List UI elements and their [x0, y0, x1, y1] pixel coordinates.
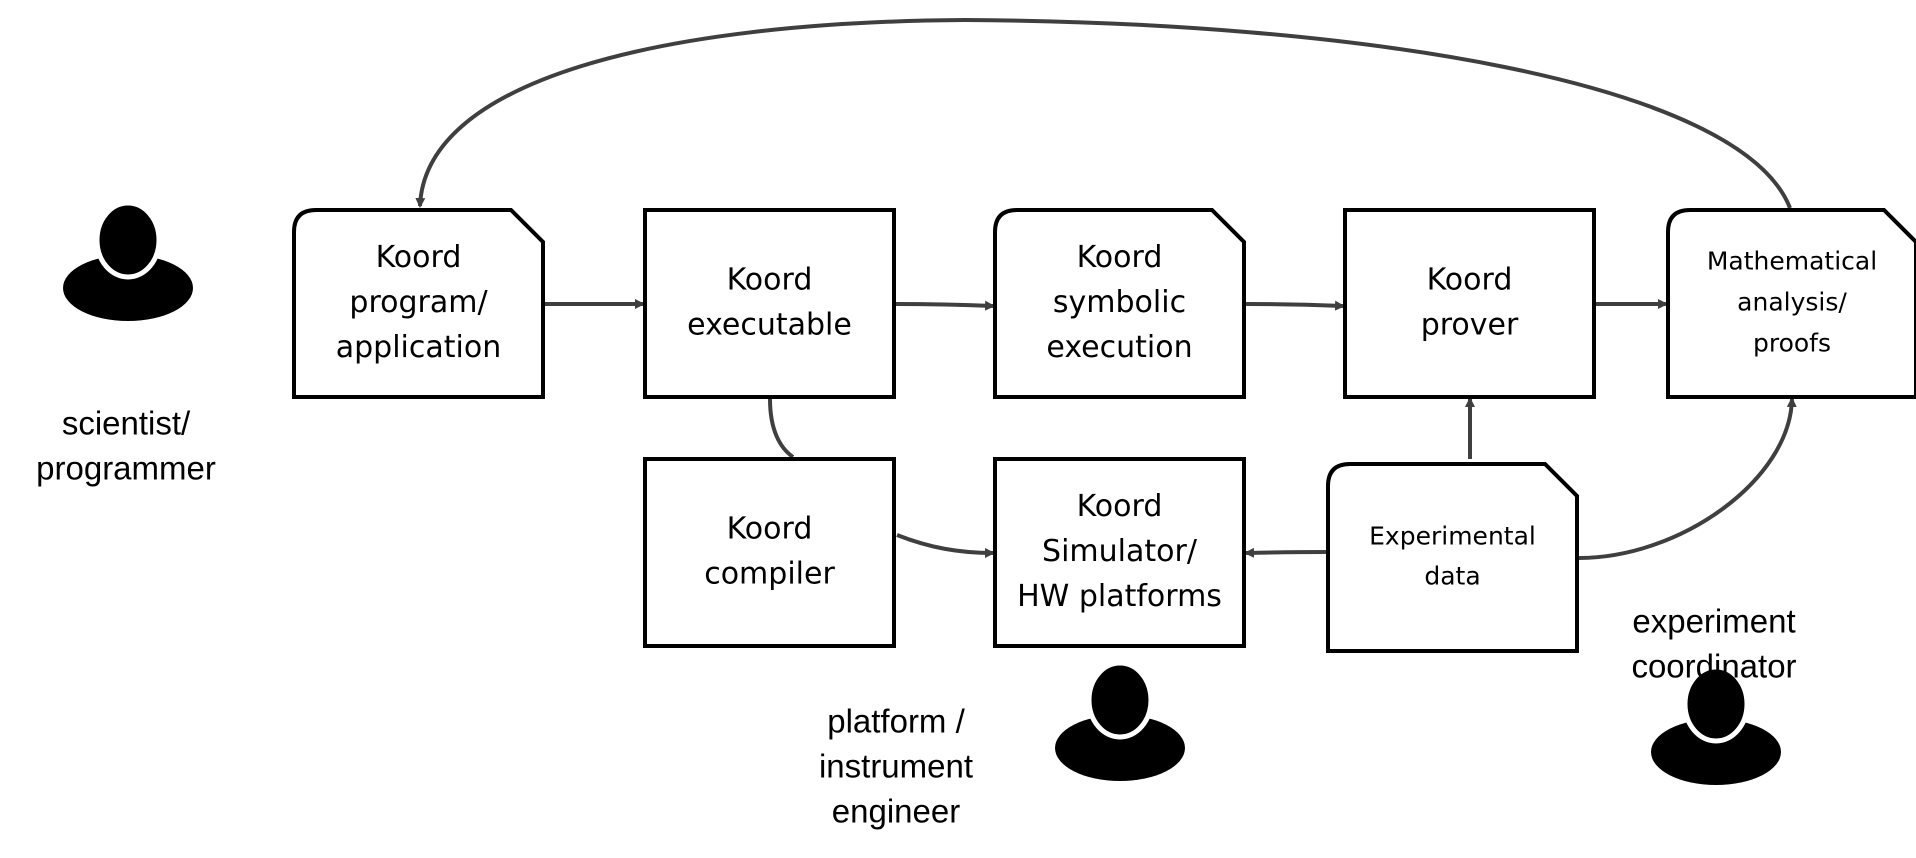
koord-compiler-box: Koord compiler [643, 457, 896, 648]
arrow-koord-executable-to-koord-symbolic-execution [895, 300, 995, 311]
koord-symbolic-execution-shape [993, 208, 1246, 399]
arrow-experimental-data-to-mathematical-analysis [1578, 397, 1797, 560]
koord-executable-shape [643, 208, 896, 399]
koord-symbolic-execution-label-line: Koord [1077, 240, 1163, 275]
engineer-label-line: engineer [832, 793, 960, 830]
mathematical-analysis-label-line: Mathematical [1707, 247, 1877, 276]
koord-program-label-line: program/ [349, 285, 488, 320]
koord-compiler-label-line: compiler [704, 557, 835, 592]
connections-layer [415, 17, 1797, 560]
experimental-data-label-line: Experimental [1369, 522, 1536, 551]
scientist-label-line: scientist/ [62, 405, 191, 442]
arrow-koord-compiler-to-koord-simulator [896, 533, 995, 558]
koord-simulator-shape [993, 457, 1246, 648]
koord-simulator-label-line: Simulator/ [1042, 534, 1198, 569]
arrow-experimental-data-to-koord-simulator [1244, 547, 1328, 558]
mathematical-analysis-shape [1666, 208, 1916, 399]
koord-executable-label-line: executable [687, 308, 852, 343]
engineer-role: platform / instrument engineer [819, 660, 1185, 830]
koord-prover-shape [1343, 208, 1596, 399]
koord-program-shape [292, 208, 545, 399]
koord-compiler-label-line: Koord [727, 512, 813, 547]
koord-simulator-label-line: HW platforms [1017, 579, 1222, 614]
coordinator-label-line: coordinator [1631, 648, 1796, 685]
boxes-layer: Koordprogram/applicationKoordexecutableK… [292, 208, 1916, 653]
koord-program-box: Koord program/application [292, 208, 545, 399]
koord-program-label-line: application [336, 330, 501, 365]
scientist-label-line: programmer [36, 450, 216, 487]
koord-symbolic-execution-label-line: symbolic [1053, 285, 1186, 320]
koord-prover-label-line: prover [1421, 308, 1519, 343]
koord-executable-label-line: Koord [727, 263, 813, 298]
koord-prover-box: Koord prover [1343, 208, 1596, 399]
person-icon [1651, 664, 1781, 785]
koord-executable-box: Koord executable [643, 208, 896, 399]
koord-symbolic-execution-label-line: execution [1046, 330, 1192, 365]
scientist-role: scientist/programmer [36, 200, 216, 487]
experimental-data-shape [1326, 462, 1579, 653]
coordinator-role: experiment coordinator [1631, 603, 1797, 785]
koord-simulator-label-line: Koord [1077, 489, 1163, 524]
arrow-koord-symbolic-execution-to-koord-prover [1245, 300, 1345, 311]
arrow-koord-executable-to-koord-compiler [768, 398, 795, 459]
koord-prover-label-line: Koord [1427, 263, 1513, 298]
koord-symbolic-execution-box: Koord symbolic execution [993, 208, 1246, 399]
mathematical-analysis-label-line: analysis/ [1737, 288, 1847, 317]
mathematical-analysis-box: Mathematical analysis/proofs [1666, 208, 1916, 399]
person-icon [63, 200, 193, 321]
mathematical-analysis-label-line: proofs [1753, 329, 1831, 358]
koord-compiler-shape [643, 457, 896, 648]
person-icon [1055, 660, 1185, 781]
arrow-mathematical-analysis-to-koord-program [415, 17, 1792, 209]
experimental-data-box: Experimental data [1326, 462, 1579, 653]
engineer-label-line: platform / [827, 703, 965, 740]
engineer-label-line: instrument [819, 748, 973, 785]
koord-program-label-line: Koord [376, 240, 462, 275]
experimental-data-label-line: data [1424, 562, 1480, 591]
coordinator-label-line: experiment [1632, 603, 1795, 640]
roles-layer: scientist/programmer platform / instrument… [36, 200, 1797, 830]
